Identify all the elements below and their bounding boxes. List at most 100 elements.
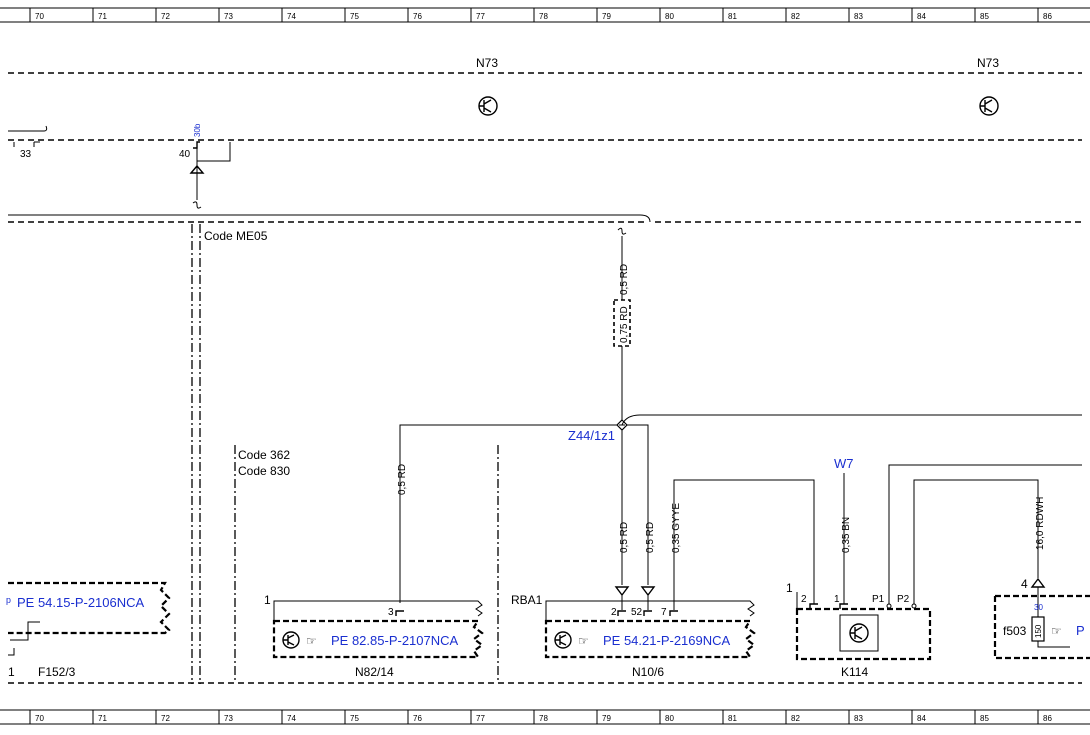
pin-k114-p2: P2 [897,594,910,605]
arrow-down-icon [614,586,630,597]
pin-k114-1-outer: 1 [786,581,793,595]
wire-label-05rd-n82: 0,5 RD [397,464,408,495]
ruler-column-label: 71 [98,12,107,21]
pin-connector [809,603,848,609]
label-f152-3: F152/3 [38,665,76,679]
transistor-icon [478,96,498,116]
wire-z44-n10-52 [627,424,649,585]
ruler-column-label: 72 [161,714,170,723]
ruler-column-label: 78 [539,714,548,723]
wire-label-035gyye: 0,35 GYYE [671,503,682,553]
pin-33: 33 [20,149,32,160]
pin-n10-52: 52 [631,607,643,618]
ruler-column-label: 84 [917,12,926,21]
link-marker: P [1076,623,1085,638]
ruler-column-label: 85 [980,12,989,21]
arrow-up-icon [189,164,205,174]
transistor-icon [979,96,999,116]
pin-k114-1: 1 [834,594,840,605]
ruler-column-label: 79 [602,714,611,723]
ruler-column-label: 83 [854,12,863,21]
link-pe5415[interactable]: PE 54.15-P-2106NCA [17,595,145,610]
pin-k114-2: 2 [801,594,807,605]
link-marker: ᵖ [6,594,11,609]
pin-connector [395,610,404,616]
ruler-column-label: 70 [35,714,44,723]
wire-f152 [8,621,40,656]
wire-035gyye [673,479,815,610]
ruler-column-label: 75 [350,714,359,723]
ruler-column-label: 76 [413,12,422,21]
component-f152-3 [8,581,171,635]
fuse-rating: 150 [1034,624,1043,638]
pin-connector [617,610,678,616]
relay-box [839,614,879,652]
pin-f503-4: 4 [1021,577,1028,591]
ruler-column-label: 73 [224,714,233,723]
ruler-column-label: 71 [98,714,107,723]
pin-terminal [911,603,917,609]
wire-z44-right [621,414,1082,426]
ruler-column-label: 74 [287,12,296,21]
component-n10-6 [544,619,756,659]
hand-pointer-icon: ☞ [306,634,317,648]
label-n82-14: N82/14 [355,665,394,679]
connector-40 [193,141,200,149]
wire-p1 [888,464,1082,604]
pin-n10-2: 2 [611,607,617,618]
transistor-icon [554,631,572,649]
component-k114 [795,607,932,661]
ruler-column-label: 70 [35,12,44,21]
transistor-icon [282,631,300,649]
label-rba1: RBA1 [511,593,543,607]
arrow-down-icon [640,586,656,597]
hand-pointer-icon: ☞ [1051,624,1062,638]
link-pe5421[interactable]: PE 54.21-P-2169NCA [603,633,731,648]
label-k114: K114 [841,665,868,679]
ruler-column-label: 74 [287,714,296,723]
wire-upper-left [8,125,48,132]
ruler-column-label: 77 [476,714,485,723]
ruler-column-label: 85 [980,714,989,723]
label-f503: f503 [1003,624,1027,638]
ruler-column-label: 84 [917,714,926,723]
pin-30b: 30b [193,123,202,137]
hand-pointer-icon: ☞ [578,634,589,648]
pin-terminal [886,603,892,609]
ruler-column-label: 81 [728,714,737,723]
harness-line-me05 [8,214,651,223]
pin-40: 40 [179,149,191,160]
transistor-icon [849,623,869,643]
pin-f503-30: 30 [1034,603,1043,612]
label-code-me05: Code ME05 [204,229,268,243]
wire-z44-n82 [399,424,617,603]
pin-n10-7: 7 [661,607,667,618]
label-n10-6: N10/6 [632,665,664,679]
ruler-column-label: 72 [161,12,170,21]
ruler-column-label: 75 [350,12,359,21]
component-n82-14 [272,619,484,659]
label-w7[interactable]: W7 [834,456,854,471]
label-z44[interactable]: Z44/1z1 [568,428,615,443]
ruler-column-label: 77 [476,12,485,21]
label-n73-left: N73 [476,56,498,70]
link-pe8285[interactable]: PE 82.85-P-2107NCA [331,633,459,648]
wire-label-05rd-a: 0,5 RD [619,522,630,553]
wire-label-075rd: 0,75 RD [619,306,630,343]
wire-40-loop [197,142,231,162]
pin-f152-1: 1 [8,665,15,679]
pin-n82-3: 3 [388,607,394,618]
connector-n82 [273,600,483,621]
pin-n82-1: 1 [264,593,271,607]
label-code-830: Code 830 [238,464,290,478]
pin-k114-p1: P1 [872,594,885,605]
ruler-column-label: 73 [224,12,233,21]
ruler-column-label: 79 [602,12,611,21]
ruler-column-label: 82 [791,12,800,21]
arrow-up-icon [1030,577,1046,588]
wire-label-160rdwh: 16,0 RDWH [1035,497,1046,550]
ruler-column-label: 76 [413,714,422,723]
wire-label-035bn: 0,35 BN [841,517,852,553]
